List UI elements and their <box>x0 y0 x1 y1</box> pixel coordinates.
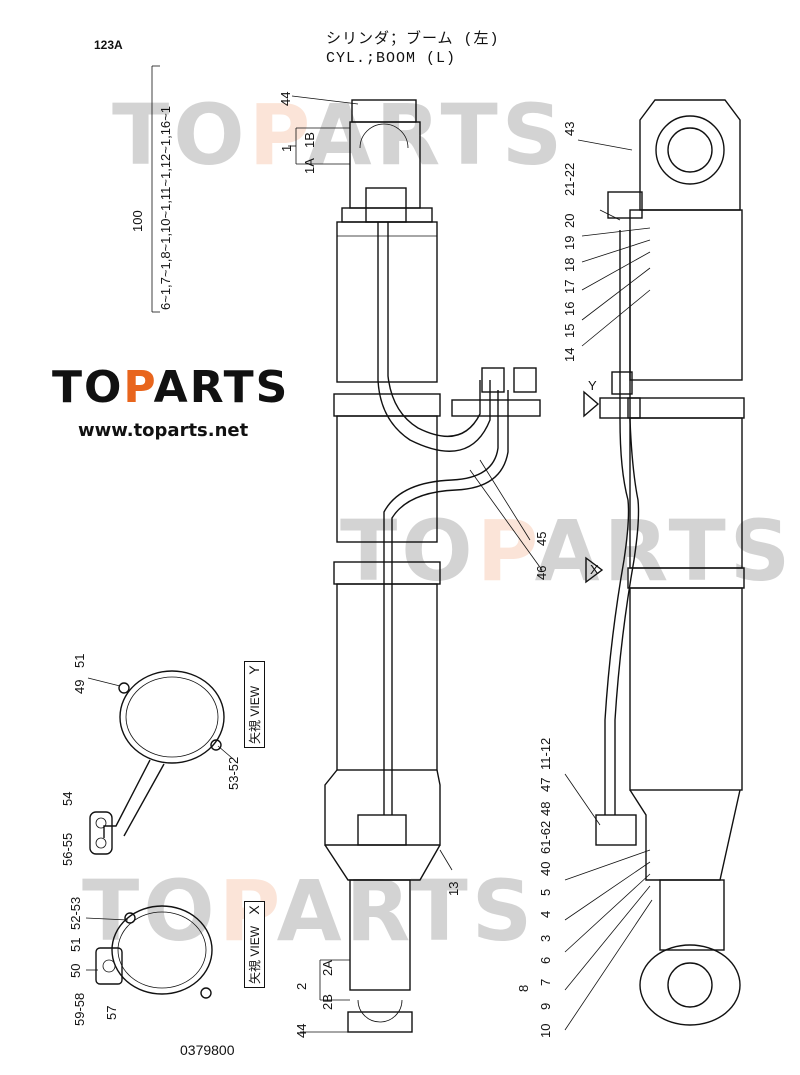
callout-6: 6 <box>538 956 553 964</box>
callout-44-bottom: 44 <box>294 1023 309 1038</box>
view-y-callout-53-52: 53-52 <box>226 756 241 790</box>
view-x-callout-59-58: 59-58 <box>72 992 87 1026</box>
label-2a: 2A <box>320 960 335 976</box>
drawing-number: 0379800 <box>180 1042 235 1058</box>
view-y-callout-56-55: 56-55 <box>60 832 75 866</box>
assembly-qty: 100 <box>130 210 145 232</box>
wm-top-suffix: ARTS <box>306 86 567 184</box>
callout-18: 18 <box>562 257 577 272</box>
view-x-callout-50: 50 <box>68 963 83 978</box>
view-x-callout-52-53: 52-53 <box>68 896 83 930</box>
assembly-subparts: 6~1,7~1,8~1,10~1,11~1,12~1,16~1 <box>158 106 173 310</box>
label-1a: 1A <box>302 158 317 174</box>
callout-8: 8 <box>516 984 531 992</box>
callout-16: 16 <box>562 301 577 316</box>
view-x-jp: 矢視 <box>248 959 262 984</box>
watermark-top: TOPARTS <box>112 86 566 184</box>
toparts-logo: TOPARTS <box>52 362 289 413</box>
logo-suffix: ARTS <box>153 362 290 413</box>
callout-17: 17 <box>562 279 577 294</box>
wm-mid-accent: P <box>476 502 535 600</box>
callout-40: 40 <box>538 861 553 876</box>
view-x-letter: X <box>246 905 262 915</box>
watermark-middle: TOPARTS <box>340 502 794 600</box>
marker-y: Y <box>588 378 597 393</box>
callout-21-22: 21-22 <box>562 162 577 196</box>
callout-3: 3 <box>538 934 553 942</box>
callout-48: 48 <box>538 801 553 816</box>
callout-46: 46 <box>534 565 549 580</box>
sheet-code: 123A <box>94 38 123 52</box>
title-japanese: シリンダ；ブーム (左) <box>326 31 500 48</box>
direction-markers <box>583 390 604 584</box>
assembly-bracket <box>151 65 350 1001</box>
wm-bot-prefix: TO <box>82 862 219 960</box>
callout-61-62: 61-62 <box>538 820 553 854</box>
callout-45: 45 <box>534 531 549 546</box>
view-y-box: 矢視 VIEW Y <box>244 661 265 748</box>
label-1b: 1B <box>302 132 317 148</box>
callout-9: 9 <box>538 1002 553 1010</box>
marker-x: X <box>590 562 599 577</box>
callout-19: 19 <box>562 235 577 250</box>
label-2: 2 <box>294 982 309 990</box>
view-x-callout-51: 51 <box>68 937 83 952</box>
view-x-box: 矢視 VIEW X <box>244 901 265 988</box>
callout-14: 14 <box>562 347 577 362</box>
right-cylinder <box>595 99 745 1026</box>
callout-44-top: 44 <box>278 91 293 106</box>
view-y-letter: Y <box>246 665 262 675</box>
callout-47: 47 <box>538 777 553 792</box>
wm-bot-suffix: ARTS <box>276 862 537 960</box>
view-y-callout-54: 54 <box>60 791 75 806</box>
wm-top-accent: P <box>248 86 307 184</box>
callout-5: 5 <box>538 888 553 896</box>
view-y-callout-49: 49 <box>72 679 87 694</box>
center-cylinder <box>300 99 541 1033</box>
callout-11-12: 11-12 <box>538 737 553 770</box>
callout-4: 4 <box>538 910 553 918</box>
wm-top-prefix: TO <box>112 86 249 184</box>
callout-7: 7 <box>538 978 553 986</box>
callout-13: 13 <box>446 881 461 896</box>
logo-prefix: TO <box>52 362 124 413</box>
view-y-detail <box>87 670 233 855</box>
callout-10: 10 <box>538 1023 553 1038</box>
view-x-callout-57: 57 <box>104 1005 119 1020</box>
leader-lines <box>291 95 653 1031</box>
view-x-en: VIEW <box>248 925 262 957</box>
label-1: 1 <box>279 144 294 152</box>
callout-43: 43 <box>562 121 577 136</box>
website-url: www.toparts.net <box>78 420 249 441</box>
wm-mid-suffix: ARTS <box>534 502 795 600</box>
view-y-callout-51: 51 <box>72 653 87 668</box>
label-2b: 2B <box>320 994 335 1010</box>
callout-15: 15 <box>562 323 577 338</box>
view-y-jp: 矢視 <box>248 719 262 744</box>
view-y-en: VIEW <box>248 685 262 717</box>
title-english: CYL.;BOOM (L) <box>326 50 457 67</box>
logo-accent: P <box>123 362 154 413</box>
callout-20: 20 <box>562 213 577 228</box>
view-x-detail <box>85 905 213 999</box>
